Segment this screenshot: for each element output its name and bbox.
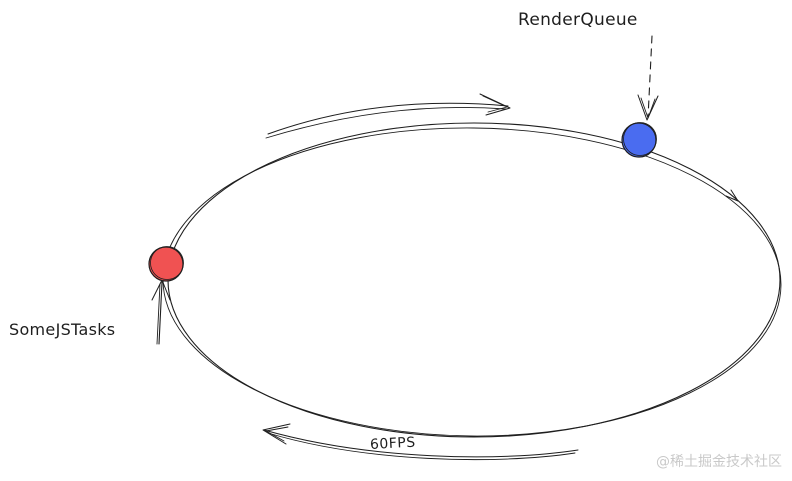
bottom-direction-arrow bbox=[262, 423, 579, 461]
render-queue-label: RenderQueue bbox=[518, 10, 638, 30]
render-queue-arrow bbox=[637, 35, 659, 121]
event-loop-ellipse bbox=[167, 122, 781, 438]
watermark: @稀土掘金技术社区 bbox=[656, 454, 782, 470]
js-tasks-label: SomeJSTasks bbox=[9, 320, 116, 339]
render-queue-dot bbox=[621, 122, 657, 158]
js-tasks-dot bbox=[148, 246, 184, 282]
top-direction-arrow bbox=[265, 93, 511, 139]
right-direction-arrow bbox=[725, 189, 739, 202]
fps-label: 60FPS bbox=[369, 434, 417, 453]
js-tasks-arrow bbox=[151, 279, 171, 345]
